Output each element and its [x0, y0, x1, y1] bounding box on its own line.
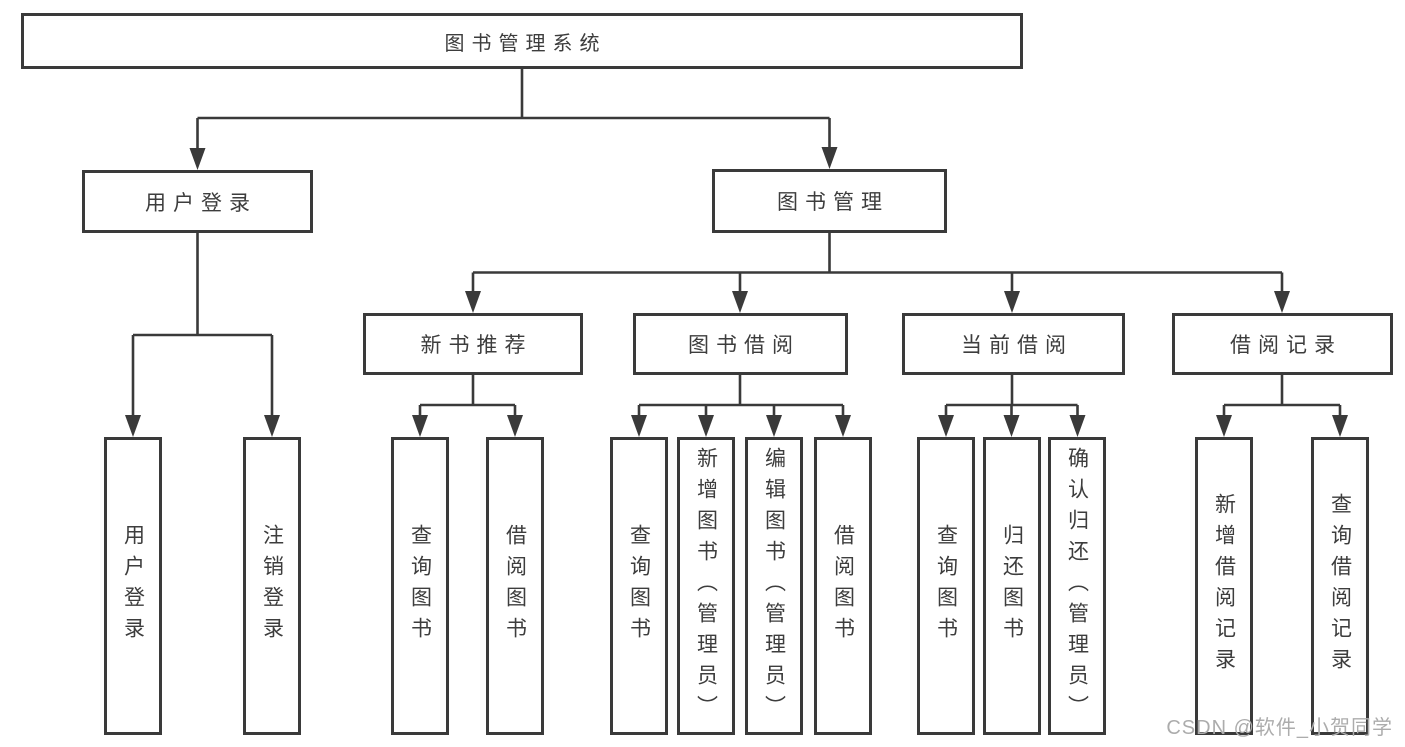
connector-book-borrowing-to-leaves — [637, 375, 845, 433]
arrow-to-edit-books-admin — [766, 415, 782, 437]
box-query-books-1: 查询图书 — [391, 437, 449, 735]
box-return-books: 归还图书 — [983, 437, 1041, 735]
box-borrow-books-2: 借阅图书 — [814, 437, 872, 735]
box-label: 借阅图书 — [503, 524, 527, 648]
box-current-borrowing: 当前借阅 — [902, 313, 1125, 375]
box-book-borrowing: 图书借阅 — [633, 313, 848, 375]
box-library-management-system: 图书管理系统 — [21, 13, 1023, 69]
arrow-to-add-books-admin — [698, 415, 714, 437]
arrow-to-add-borrow-record — [1216, 415, 1232, 437]
arrow-to-new-book-recommend — [465, 291, 481, 313]
arrow-to-query-books-2 — [631, 415, 647, 437]
box-label: 查询图书 — [627, 524, 651, 648]
box-label: 新增借阅记录 — [1212, 493, 1236, 679]
arrow-to-borrow-books-1 — [507, 415, 523, 437]
arrow-to-user-login — [189, 148, 206, 170]
box-query-borrow-record: 查询借阅记录 — [1311, 437, 1369, 735]
box-label: 新书推荐 — [420, 334, 533, 357]
arrow-to-borrowing-records — [1274, 291, 1290, 313]
box-logout: 注销登录 — [243, 437, 301, 735]
arrow-to-query-books-3 — [938, 415, 954, 437]
box-label: 注销登录 — [260, 524, 284, 648]
arrow-to-return-books — [1003, 415, 1020, 437]
box-query-books-2: 查询图书 — [610, 437, 668, 735]
box-label: 借阅记录 — [1230, 334, 1342, 357]
connector-new-book-recommend-to-leaves — [418, 375, 517, 433]
box-new-book-recommend: 新书推荐 — [363, 313, 583, 375]
box-label: 查询图书 — [934, 524, 958, 648]
arrowheads — [125, 147, 1348, 437]
box-label: 用户登录 — [145, 191, 257, 215]
arrow-to-confirm-return-admin — [1069, 415, 1086, 437]
box-label: 查询图书 — [408, 524, 432, 648]
box-borrowing-records: 借阅记录 — [1172, 313, 1393, 375]
box-label: 图书管理系统 — [444, 32, 607, 55]
arrow-to-query-borrow-record — [1332, 415, 1348, 437]
box-label: 图书借阅 — [688, 334, 800, 357]
arrow-to-query-books-1 — [412, 415, 428, 437]
box-label: 用户登录 — [121, 524, 145, 648]
box-borrow-books-1: 借阅图书 — [486, 437, 544, 735]
box-label: 编辑图书（管理员） — [762, 446, 786, 726]
box-query-books-3: 查询图书 — [917, 437, 975, 735]
connector-user-login-to-leaves — [131, 233, 274, 433]
box-label: 借阅图书 — [831, 524, 855, 648]
connector-root-to-level2 — [196, 69, 831, 166]
box-book-management: 图书管理 — [712, 169, 947, 233]
arrow-to-current-borrowing — [1004, 291, 1020, 313]
box-label: 确认归还（管理员） — [1065, 446, 1089, 726]
box-confirm-return-admin: 确认归还（管理员） — [1048, 437, 1106, 735]
csdn-watermark: CSDN @软件_小贺同学 — [1166, 717, 1393, 739]
box-user-login: 用户登录 — [82, 170, 313, 233]
box-label: 当前借阅 — [961, 334, 1073, 357]
connector-book-management-to-level3 — [471, 233, 1284, 309]
box-label: 新增图书（管理员） — [694, 446, 718, 726]
arrow-to-logout-leaf — [264, 415, 280, 437]
box-user-login-leaf: 用户登录 — [104, 437, 162, 735]
arrow-to-book-borrowing — [732, 291, 748, 313]
box-label: 图书管理 — [777, 191, 889, 214]
box-add-borrow-record: 新增借阅记录 — [1195, 437, 1253, 735]
box-edit-books-admin: 编辑图书（管理员） — [745, 437, 803, 735]
box-add-books-admin: 新增图书（管理员） — [677, 437, 735, 735]
arrow-to-user-login-leaf — [125, 415, 141, 437]
box-label: 查询借阅记录 — [1328, 493, 1352, 679]
arrow-to-book-management — [821, 147, 838, 169]
arrow-to-borrow-books-2 — [835, 415, 851, 437]
box-label: 归还图书 — [1000, 524, 1024, 648]
connector-borrowing-records-to-leaves — [1222, 375, 1342, 433]
